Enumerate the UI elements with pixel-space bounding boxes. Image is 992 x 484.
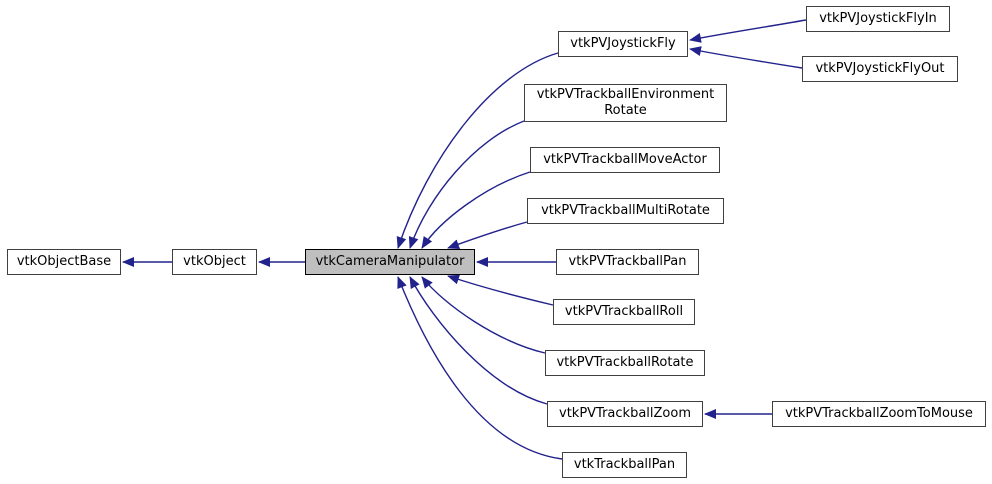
node-vtk-pv-trackball-environment-rotate[interactable]: vtkPVTrackballEnvironment Rotate xyxy=(524,84,727,122)
edge-vtk-pv-trackball-roll-to-vtk-camera-manipulator xyxy=(447,274,554,306)
node-vtk-pv-joystick-fly-in[interactable]: vtkPVJoystickFlyIn xyxy=(806,6,950,32)
node-vtk-object[interactable]: vtkObject xyxy=(172,249,257,275)
node-vtk-camera-manipulator: vtkCameraManipulator xyxy=(305,249,475,275)
edge-vtk-pv-trackball-rotate-to-vtk-camera-manipulator xyxy=(421,276,546,354)
edge-vtk-pv-joystick-fly-out-to-vtk-pv-joystick-fly xyxy=(689,46,803,69)
edge-vtk-pv-trackball-multi-rotate-to-vtk-camera-manipulator xyxy=(447,221,528,249)
node-vtk-pv-trackball-zoom[interactable]: vtkPVTrackballZoom xyxy=(547,401,703,427)
node-vtk-pv-trackball-roll[interactable]: vtkPVTrackballRoll xyxy=(553,299,695,325)
node-vtk-pv-trackball-multi-rotate[interactable]: vtkPVTrackballMultiRotate xyxy=(527,198,724,224)
node-vtk-object-base[interactable]: vtkObjectBase xyxy=(7,249,121,275)
edge-vtk-trackball-pan-to-vtk-camera-manipulator xyxy=(397,276,563,460)
edge-vtk-pv-trackball-environment-rotate-to-vtk-camera-manipulator xyxy=(408,120,525,249)
node-vtk-pv-trackball-rotate[interactable]: vtkPVTrackballRotate xyxy=(545,350,705,376)
edge-vtk-pv-trackball-move-actor-to-vtk-camera-manipulator xyxy=(421,171,531,249)
node-vtk-pv-trackball-move-actor[interactable]: vtkPVTrackballMoveActor xyxy=(530,147,720,173)
node-vtk-trackball-pan[interactable]: vtkTrackballPan xyxy=(562,452,687,478)
edge-vtk-pv-joystick-fly-to-vtk-camera-manipulator xyxy=(396,52,559,249)
node-vtk-pv-trackball-zoom-to-mouse[interactable]: vtkPVTrackballZoomToMouse xyxy=(772,401,986,427)
node-vtk-pv-joystick-fly-out[interactable]: vtkPVJoystickFlyOut xyxy=(802,56,958,82)
node-vtk-pv-joystick-fly[interactable]: vtkPVJoystickFly xyxy=(558,31,688,57)
edge-vtk-pv-joystick-fly-in-to-vtk-pv-joystick-fly xyxy=(689,19,807,43)
node-vtk-pv-trackball-pan[interactable]: vtkPVTrackballPan xyxy=(556,249,699,275)
edge-vtk-pv-trackball-zoom-to-vtk-camera-manipulator xyxy=(409,276,548,405)
